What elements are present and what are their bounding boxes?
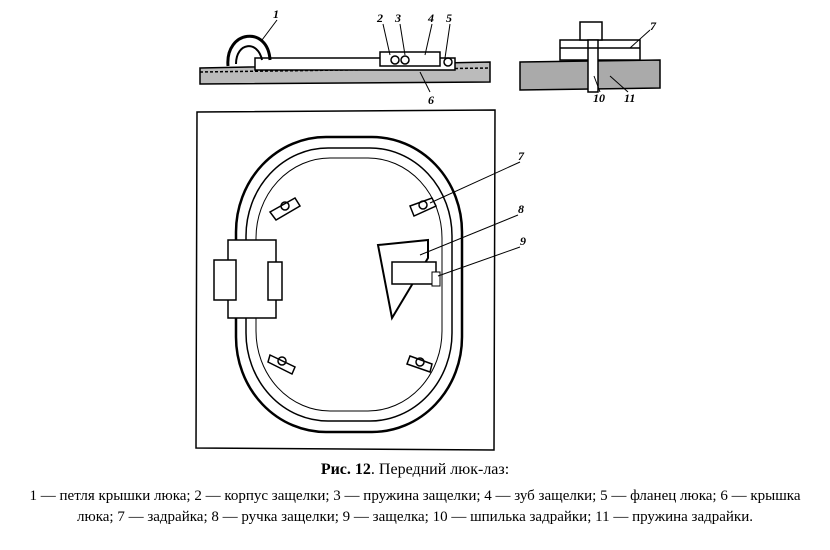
clamp-7 xyxy=(267,196,438,376)
latch-handle xyxy=(376,238,441,321)
hatch-drawing: 1 2 3 4 5 6 7 10 11 7 8 9 xyxy=(195,7,661,451)
figure-title: Рис. 12. Передний люк-лаз: xyxy=(0,459,830,480)
callout-2: 2 xyxy=(376,11,383,25)
latch-section-view xyxy=(519,21,661,93)
legend-line-1: 1 — петля крышки люка; 2 — корпус защелк… xyxy=(29,488,801,504)
callout-5: 5 xyxy=(446,11,452,25)
figure-title-text: . Передний люк-лаз: xyxy=(370,461,510,478)
hinge xyxy=(213,239,283,319)
hatch-top-view xyxy=(195,109,521,451)
callout-7-section: 7 xyxy=(650,19,657,33)
callout-10: 10 xyxy=(593,91,605,105)
callout-7: 7 xyxy=(518,149,525,163)
side-section-view xyxy=(199,19,491,93)
callout-4: 4 xyxy=(427,11,434,25)
callout-9: 9 xyxy=(520,234,526,248)
callout-8: 8 xyxy=(518,202,524,216)
callout-3: 3 xyxy=(394,11,401,25)
callout-6: 6 xyxy=(428,93,434,107)
callout-1: 1 xyxy=(273,7,279,21)
figure-number: Рис. 12 xyxy=(320,461,371,478)
legend-line-2: люка; 7 — задрайка; 8 — ручка защелки; 9… xyxy=(77,509,753,525)
callout-11: 11 xyxy=(624,91,635,105)
